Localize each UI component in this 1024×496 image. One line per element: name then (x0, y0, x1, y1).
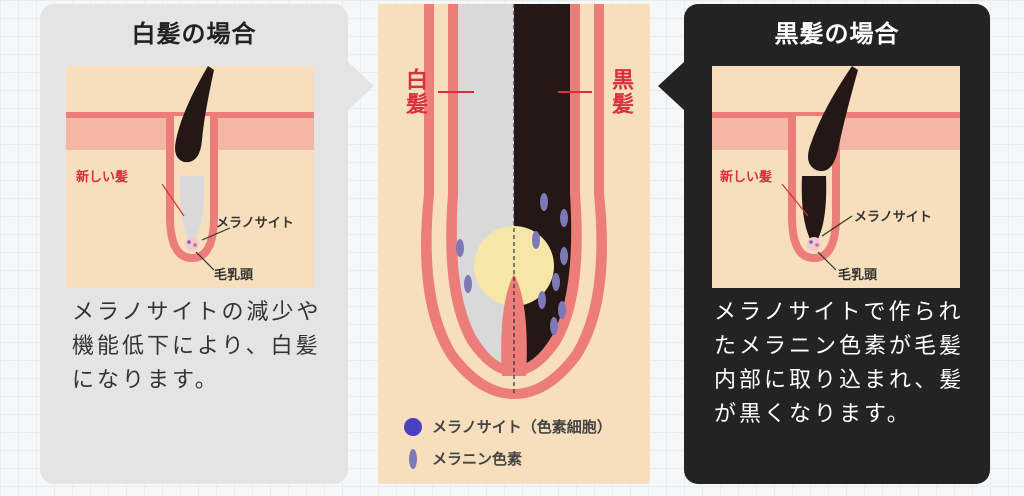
papilla-label: 毛乳頭 (838, 268, 878, 283)
papilla-label: 毛乳頭 (214, 268, 254, 283)
new-white-hair (179, 176, 205, 246)
follicle-comparison: 白髪 黒髪 メラノサイト（色素細胞） メラニン色素 (378, 4, 650, 484)
white-hair-description: メラノサイトの減少や機能低下により、白髪になります。 (72, 300, 322, 393)
melanocyte-label: メラノサイト (854, 210, 932, 225)
melanocyte-label: メラノサイト (216, 216, 294, 231)
black-hair-follicle-illustration: 新しい髪 メラノサイト 毛乳頭 (712, 66, 960, 288)
black-hair-title: 黒髪の場合 (774, 20, 900, 48)
legend-melanin-label: メラニン色素 (432, 450, 523, 468)
white-hair-follicle-illustration: 新しい髪 メラノサイト 毛乳頭 (66, 66, 314, 288)
white-hair-vertical-label: 白髪 (402, 68, 427, 116)
white-panel-pointer (348, 62, 374, 110)
legend-melanocyte: メラノサイト（色素細胞） (404, 416, 612, 437)
papilla-stalk (501, 274, 527, 376)
hair-shaft (175, 66, 214, 163)
white-hair-title: 白髪の場合 (131, 20, 257, 48)
papilla (807, 237, 821, 251)
black-hair-panel: 黒髪の場合 新しい髪 メラノサイト 毛乳頭 メラノサイトで作られたメラニン色素が… (684, 4, 990, 484)
black-panel-pointer (658, 62, 684, 110)
hair-shaft (808, 66, 858, 172)
melanocyte-dot-icon (404, 417, 422, 436)
white-hair-panel: 白髪の場合 新しい髪 メラノサイト 毛乳頭 メラノサイトの減少や機能低下により、… (40, 4, 348, 484)
papilla (185, 237, 199, 251)
legend-melanocyte-label: メラノサイト（色素細胞） (432, 418, 612, 436)
black-hair-description: メラノサイトで作られたメラニン色素が毛髪内部に取り込まれ、髪が黒くなります。 (714, 300, 965, 427)
black-hair-vertical-label: 黒髪 (608, 68, 633, 116)
new-hair-label: 新しい髪 (76, 170, 129, 185)
new-black-hair (801, 176, 827, 246)
new-hair-label: 新しい髪 (720, 170, 773, 185)
legend-melanin: メラニン色素 (404, 448, 522, 469)
melanin-granule-icon (409, 448, 417, 469)
